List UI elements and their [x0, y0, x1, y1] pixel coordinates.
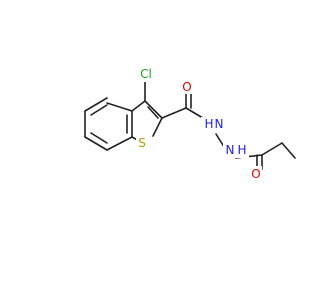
thiophene-ring	[131, 100, 163, 143]
atom-h2: H	[237, 143, 246, 157]
atom-n2: N	[226, 143, 235, 157]
atom-o1: O	[182, 80, 191, 94]
molecule-diagram: Cl S O H N N H O	[84, 66, 296, 182]
structure-canvas: Cl S O H N N H O	[84, 66, 296, 182]
atom-labels: Cl S O H N N H O	[134, 66, 262, 182]
benzene-ring-fused	[84, 97, 133, 151]
atom-s: S	[138, 136, 146, 150]
atom-n1: N	[215, 117, 224, 131]
atom-cl: Cl	[140, 67, 152, 81]
atom-o2: O	[251, 167, 260, 181]
atom-h1: H	[204, 117, 213, 131]
amide-carbonyl-1	[161, 93, 209, 122]
